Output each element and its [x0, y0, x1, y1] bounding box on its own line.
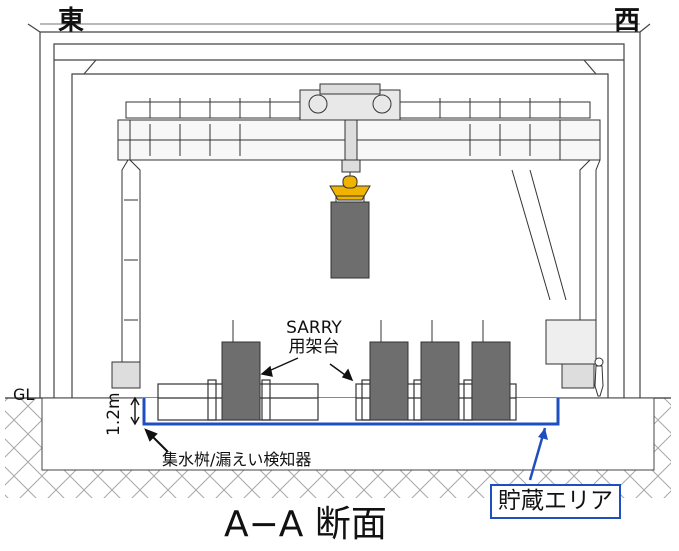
building-frame [27, 23, 651, 398]
storage-area-label: 貯蔵エリア [490, 484, 621, 519]
section-caption: A−A 断面 [224, 504, 387, 545]
person-figure [594, 357, 604, 397]
west-label: 西 [614, 6, 641, 36]
sarry-casks [221, 320, 511, 421]
suspended-container [329, 175, 371, 279]
east-label: 東 [58, 6, 85, 36]
sump-arrow [144, 428, 169, 453]
height-dimension-marker [130, 396, 140, 426]
sarry-label-line1: SARRY [286, 318, 342, 338]
sarry-label-line2: 用架台 [288, 337, 340, 357]
height-label: 1.2m [104, 392, 124, 436]
sump-detector-label: 集水桝/漏えい検知器 [162, 450, 312, 469]
storage-area-outline [142, 398, 560, 481]
sarry-arrows [260, 357, 354, 382]
gantry-crane [111, 83, 601, 389]
sarry-rack-label: SARRY 用架台 [279, 319, 349, 357]
ground-level-label: GL [13, 385, 35, 404]
